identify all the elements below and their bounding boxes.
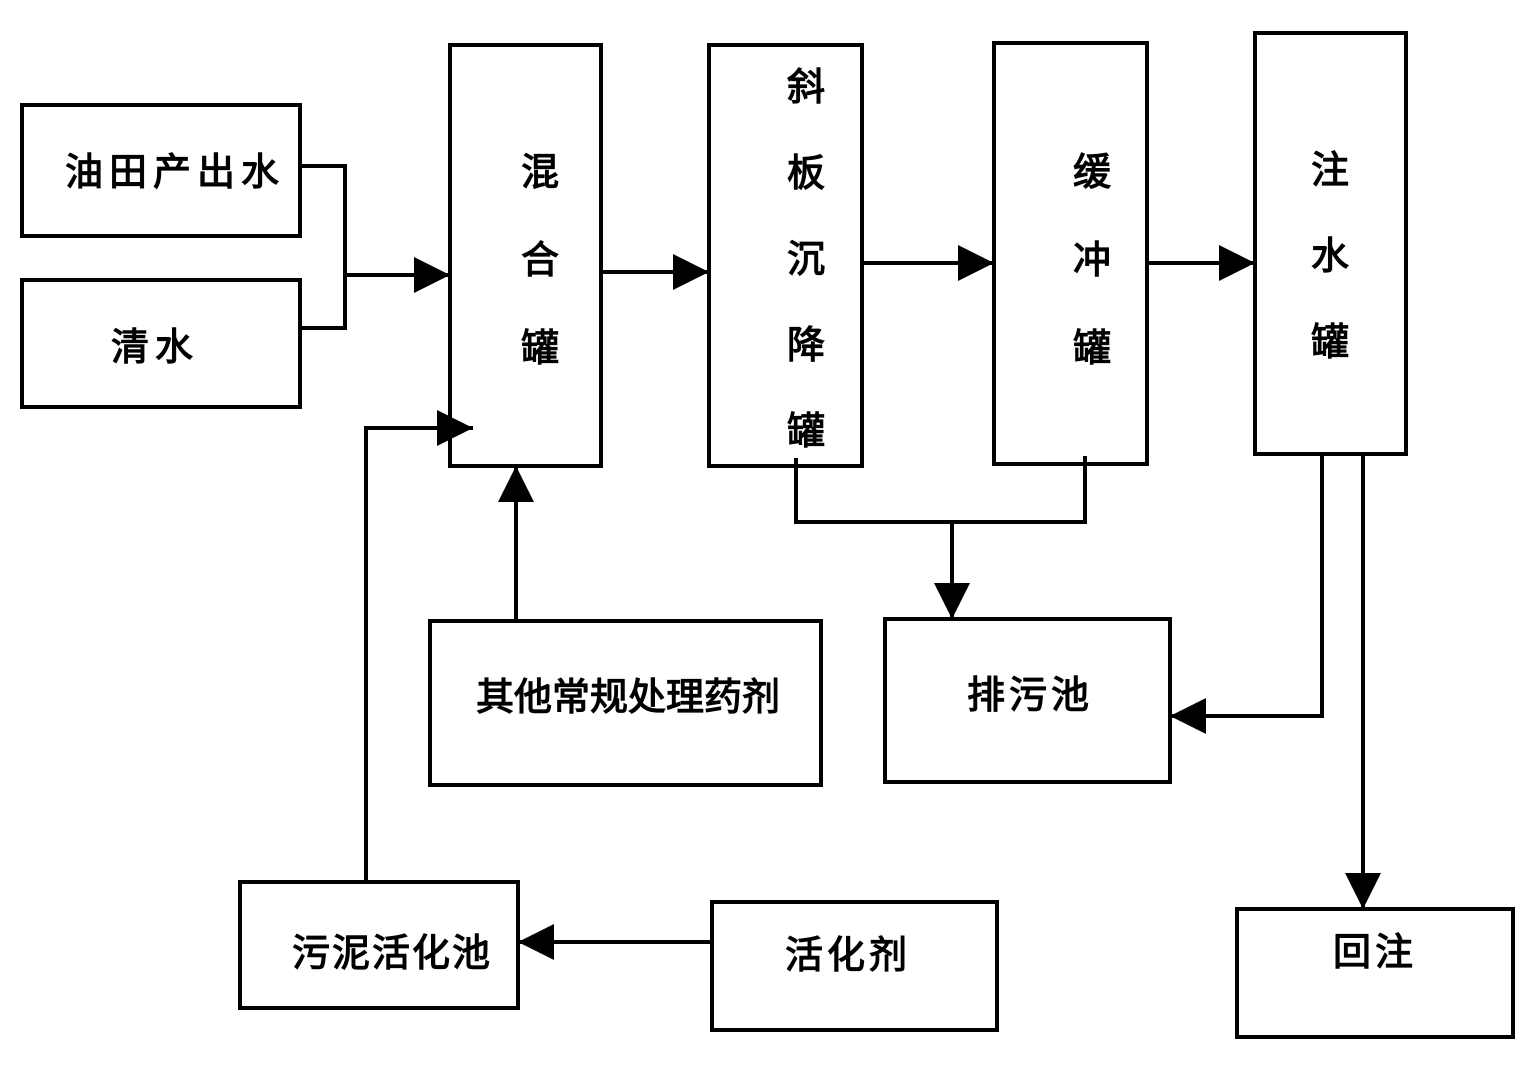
node-sewage-pool: 排污池 <box>883 617 1172 784</box>
node-buffer-tank-label: 缓冲罐 <box>1073 150 1112 370</box>
arrow-sludge-pool-to-mixing-tank <box>364 410 473 882</box>
node-chemicals: 其他常规处理药剂 <box>428 619 823 787</box>
node-chemicals-label: 其他常规处理药剂 <box>476 675 780 719</box>
node-inclined-plate-tank-label: 斜板沉降罐 <box>787 65 825 453</box>
node-reinjection-label: 回注 <box>1333 930 1417 974</box>
node-sludge-pool: 污泥活化池 <box>238 880 520 1010</box>
connector-settling-drains <box>794 456 1087 524</box>
connector-oilfield-to-merge <box>300 164 347 330</box>
node-injection-tank: 注水罐 <box>1253 31 1408 456</box>
node-activator-label: 活化剂 <box>785 933 911 977</box>
node-sludge-pool-label: 污泥活化池 <box>292 931 492 975</box>
node-clean-water: 清水 <box>20 278 302 409</box>
node-reinjection: 回注 <box>1235 907 1515 1039</box>
node-injection-tank-label: 注水罐 <box>1311 148 1350 364</box>
node-oilfield-water-label: 油田产出水 <box>65 150 285 194</box>
node-sewage-pool-label: 排污池 <box>967 673 1093 717</box>
node-clean-water-label: 清水 <box>111 325 199 369</box>
node-buffer-tank: 缓冲罐 <box>992 41 1149 466</box>
node-mixing-tank-label: 混合罐 <box>521 150 559 370</box>
node-activator: 活化剂 <box>710 900 999 1032</box>
arrow-injection-to-sewage-pool <box>1170 456 1324 734</box>
node-mixing-tank: 混合罐 <box>448 43 603 468</box>
node-oilfield-water: 油田产出水 <box>20 103 302 238</box>
node-inclined-plate-tank: 斜板沉降罐 <box>707 43 864 468</box>
